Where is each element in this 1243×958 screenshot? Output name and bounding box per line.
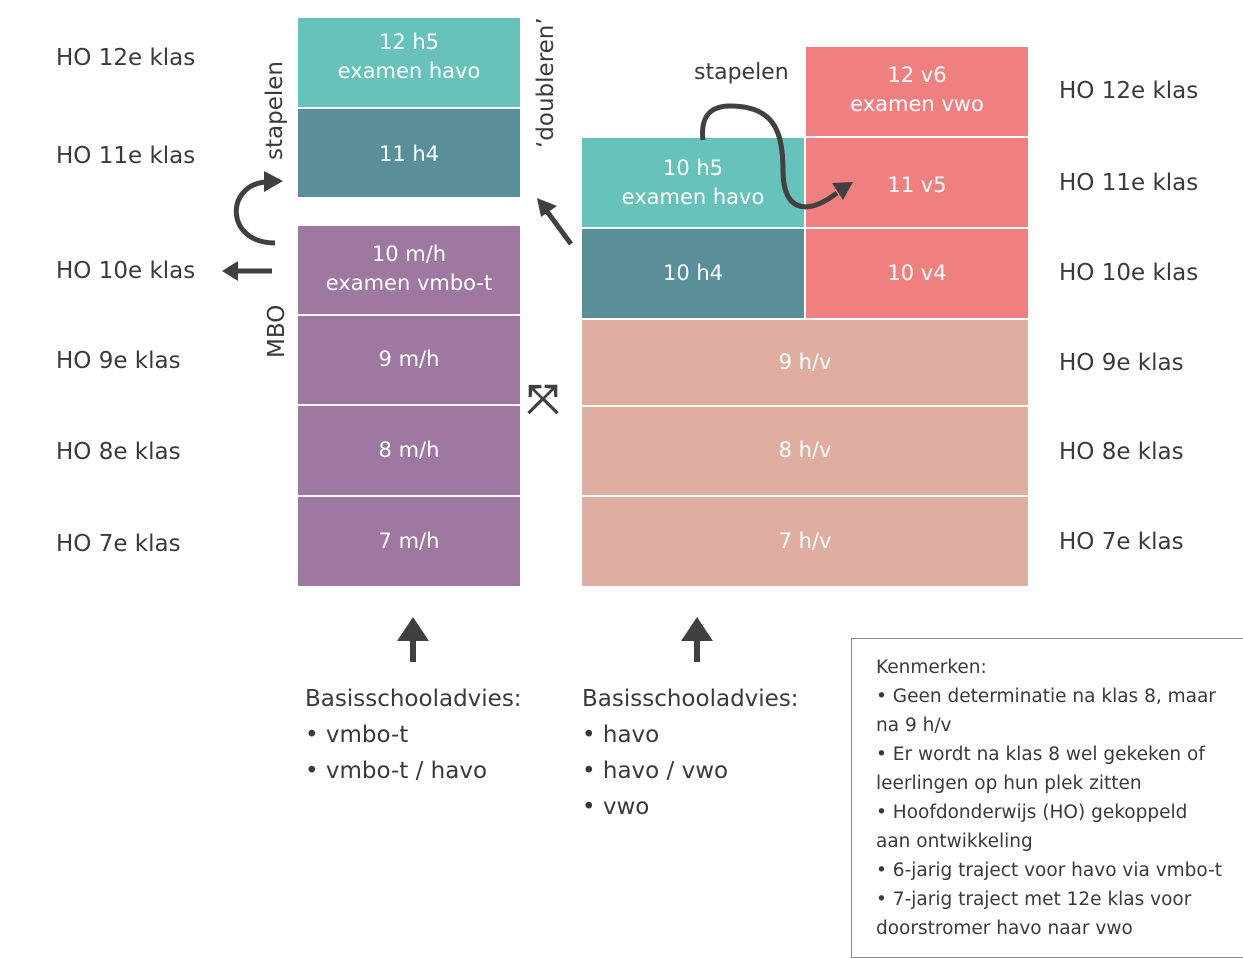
block-12-h5: 12 h5 examen havo <box>298 18 520 107</box>
advies-left-title: Basisschooladvies: <box>305 686 522 712</box>
right-label-7: HO 7e klas <box>1059 529 1184 555</box>
block-10-h5-line2: examen havo <box>621 185 765 210</box>
up-arrow-right-head <box>681 617 713 641</box>
block-10-h4: 10 h4 <box>582 229 804 318</box>
block-9-mh: 9 m/h <box>298 316 520 404</box>
kenmerken-line: na 9 h/v <box>876 715 952 736</box>
kenmerken-line: doorstromer havo naar vwo <box>876 918 1133 939</box>
block-9-mh-label: 9 m/h <box>378 347 440 372</box>
block-7-hv: 7 h/v <box>582 497 1028 586</box>
left-label-7: HO 7e klas <box>56 531 181 557</box>
block-7-mh: 7 m/h <box>298 497 520 586</box>
stapelen-right-label: stapelen <box>694 60 789 85</box>
stapelen-left-curve <box>233 179 276 246</box>
up-arrow-left-head <box>397 617 429 641</box>
block-11-v5-label: 11 v5 <box>887 173 947 197</box>
advies-right: Basisschooladvies: • havo • havo / vwo •… <box>582 681 799 825</box>
kenmerken-line: leerlingen op hun plek zitten <box>876 773 1142 794</box>
advies-left-item: • vmbo-t <box>305 722 409 748</box>
kenmerken-line: aan ontwikkeling <box>876 831 1033 852</box>
block-12-v6-line2: examen vwo <box>850 92 984 117</box>
block-10-v4-label: 10 v4 <box>887 261 947 285</box>
kenmerken-line: • Geen determinatie na klas 8, maar <box>876 686 1216 707</box>
block-10-h5-line1: 10 h5 <box>662 156 724 180</box>
block-11-h4: 11 h4 <box>298 109 520 197</box>
block-12-v6-line1: 12 v6 <box>887 63 947 87</box>
block-9-hv-label: 9 h/v <box>778 349 832 374</box>
block-8-hv: 8 h/v <box>582 407 1028 495</box>
block-10-h5: 10 h5 examen havo <box>582 138 804 227</box>
stapelen-right-arrow-head <box>832 182 853 200</box>
block-12-h5-line1: 12 h5 <box>378 30 440 54</box>
left-label-11: HO 11e klas <box>56 143 196 169</box>
block-8-mh-label: 8 m/h <box>378 437 440 462</box>
kenmerken-line: • 7-jarig traject met 12e klas voor <box>876 889 1192 910</box>
doubleren-arrow-line <box>543 208 574 246</box>
kenmerken-line: • Er wordt na klas 8 wel gekeken of <box>876 744 1205 765</box>
right-label-8: HO 8e klas <box>1059 439 1184 465</box>
block-7-mh-label: 7 m/h <box>378 528 440 553</box>
left-label-8: HO 8e klas <box>56 439 181 465</box>
mbo-arrow-head <box>222 261 238 281</box>
right-label-12: HO 12e klas <box>1059 78 1199 104</box>
doubleren-arrow-head <box>537 198 557 217</box>
block-10-mh-line2: examen vmbo-t <box>325 271 493 296</box>
kenmerken-line: • 6-jarig traject voor havo via vmbo-t <box>876 860 1222 881</box>
kenmerken-line: • Hoofdonderwijs (HO) gekoppeld <box>876 802 1188 823</box>
right-label-9: HO 9e klas <box>1059 350 1184 376</box>
stapelen-right-curve <box>700 103 839 210</box>
left-label-9: HO 9e klas <box>56 348 181 374</box>
block-10-mh-line1: 10 m/h <box>371 242 447 266</box>
advies-right-item: • vwo <box>582 794 650 820</box>
left-label-10: HO 10e klas <box>56 258 196 284</box>
advies-right-item: • havo <box>582 722 660 748</box>
left-label-12: HO 12e klas <box>56 45 196 71</box>
block-9-hv: 9 h/v <box>582 320 1028 405</box>
block-8-mh: 8 m/h <box>298 406 520 495</box>
advies-right-title: Basisschooladvies: <box>582 686 799 712</box>
block-7-hv-label: 7 h/v <box>778 528 832 553</box>
kenmerken-box: Kenmerken: • Geen determinatie na klas 8… <box>851 638 1243 958</box>
right-label-11: HO 11e klas <box>1059 170 1199 196</box>
stapelen-left-arrow-head <box>264 171 283 192</box>
block-10-mh: 10 m/h examen vmbo-t <box>298 226 520 314</box>
block-11-h4-label: 11 h4 <box>378 142 440 166</box>
swap-icon: ⤧ <box>527 377 559 423</box>
advies-right-item: • havo / vwo <box>582 758 729 784</box>
block-12-h5-line2: examen havo <box>337 59 481 84</box>
block-10-h4-label: 10 h4 <box>662 261 724 285</box>
block-8-hv-label: 8 h/v <box>778 438 832 463</box>
kenmerken-title: Kenmerken: <box>876 657 987 678</box>
block-10-v4: 10 v4 <box>806 229 1028 318</box>
advies-left: Basisschooladvies: • vmbo-t • vmbo-t / h… <box>305 681 522 789</box>
advies-left-item: • vmbo-t / havo <box>305 758 488 784</box>
block-12-v6: 12 v6 examen vwo <box>806 47 1028 136</box>
right-label-10: HO 10e klas <box>1059 260 1199 286</box>
